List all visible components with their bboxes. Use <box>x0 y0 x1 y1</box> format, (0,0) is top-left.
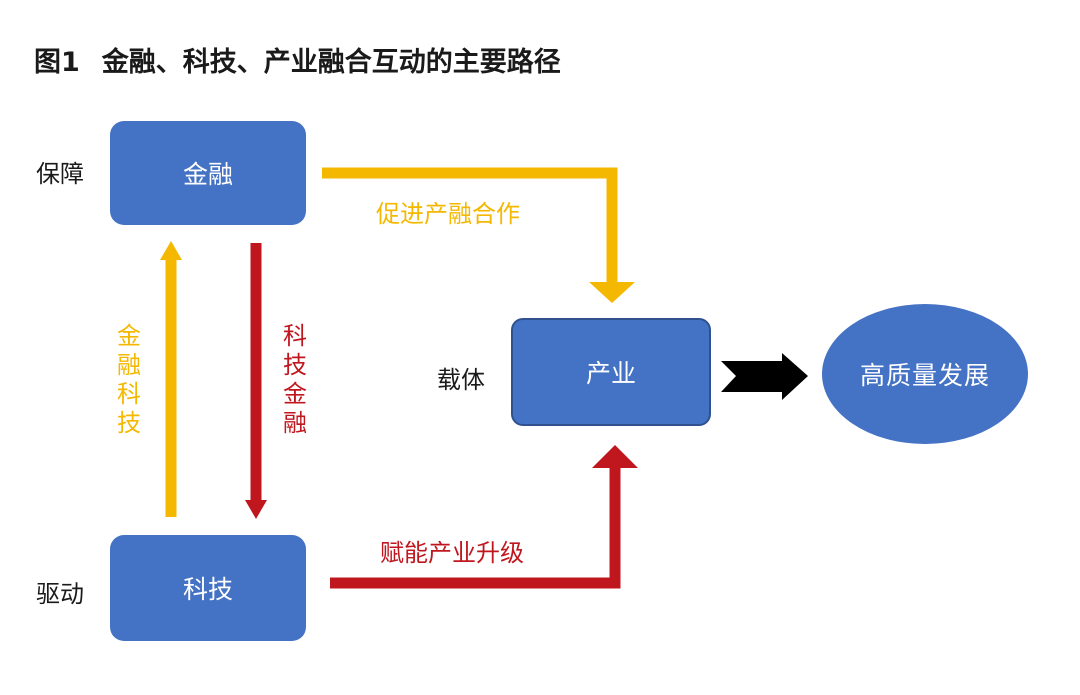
industry-node-label: 产业 <box>585 359 636 388</box>
finance-to-technology-label: 科技金融 <box>283 322 307 437</box>
technology-role-label: 驱动 <box>36 580 84 608</box>
technology-node: 科技 <box>110 535 306 641</box>
finance-to-industry-arrow <box>322 167 635 303</box>
figure-title: 图1 金融、科技、产业融合互动的主要路径 <box>34 40 561 79</box>
technology-to-industry-label: 赋能产业升级 <box>380 539 524 567</box>
technology-node-label: 科技 <box>182 575 233 604</box>
finance-node-label: 金融 <box>182 160 233 189</box>
finance-role-label: 保障 <box>36 160 84 188</box>
outcome-node-label: 高质量发展 <box>859 361 990 390</box>
industry-to-outcome-arrow <box>721 353 808 400</box>
technology-to-industry-arrow <box>330 445 638 589</box>
industry-node: 产业 <box>511 318 711 426</box>
finance-to-technology-arrow <box>245 243 267 519</box>
finance-to-industry-label: 促进产融合作 <box>376 200 520 228</box>
outcome-node: 高质量发展 <box>822 304 1028 444</box>
figure-number: 图1 <box>34 47 80 78</box>
figure-title-text: 金融、科技、产业融合互动的主要路径 <box>101 47 561 78</box>
industry-role-label: 载体 <box>437 366 485 394</box>
finance-node: 金融 <box>110 121 306 225</box>
technology-to-finance-arrow <box>160 241 182 517</box>
technology-to-finance-label: 金融科技 <box>117 322 141 437</box>
